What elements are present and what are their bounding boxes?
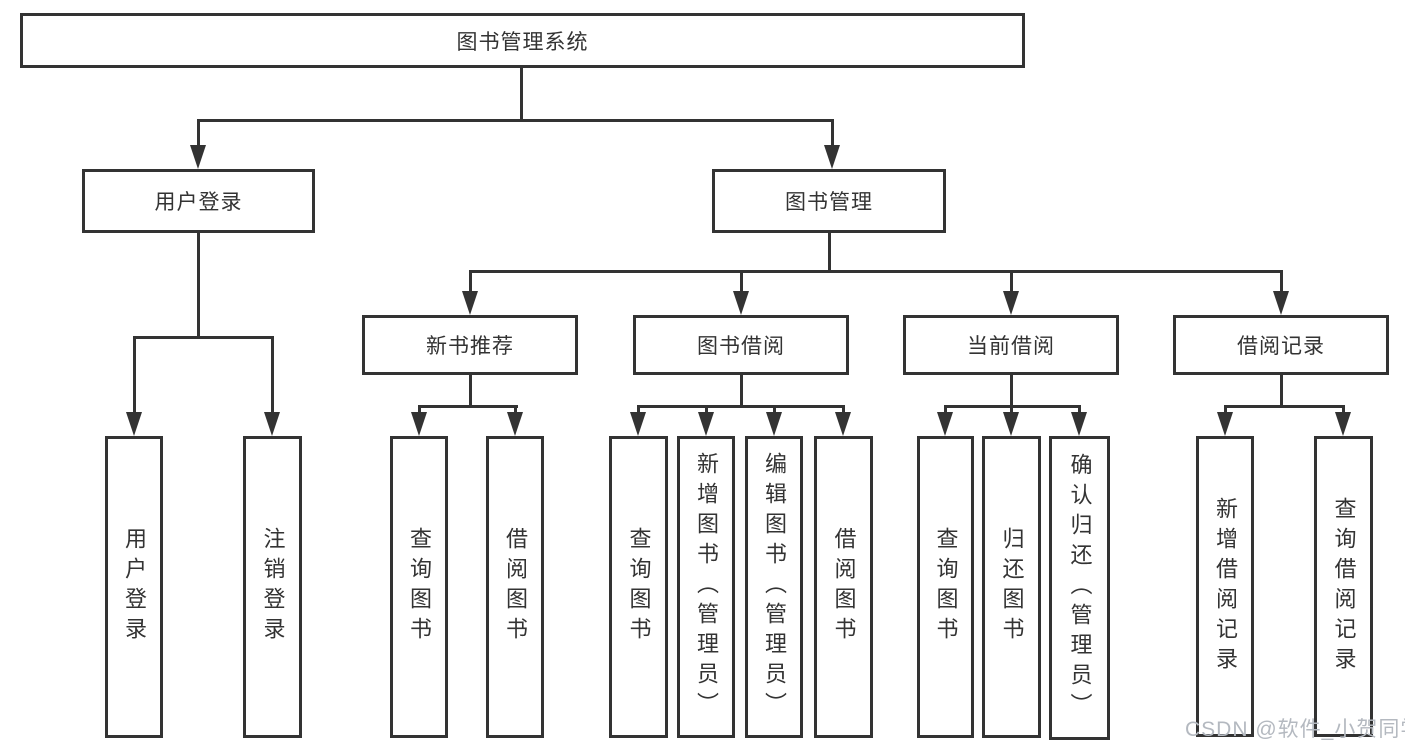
node-user-login-module: 用户登录 [82,169,315,233]
connector-line [1010,270,1013,294]
node-label: 新书推荐 [426,335,514,358]
leaf-label: 新增图书（管理员） [694,452,719,722]
node-book-management-module: 图书管理 [712,169,946,233]
arrowhead-down-icon [1003,291,1019,315]
connector-line [469,375,472,408]
leaf-label: 新增借阅记录 [1213,496,1238,677]
connector-line [1010,405,1013,415]
leaf-label: 查询图书 [933,527,959,647]
leaf-label: 借阅图书 [503,527,528,647]
arrowhead-down-icon [824,145,840,169]
arrowhead-down-icon [733,291,749,315]
leaf-return-books: 归还图书 [982,436,1041,738]
connector-line [740,270,743,294]
connector-line [1010,375,1013,408]
connector-line [133,336,136,414]
connector-line [828,233,831,273]
leaf-label: 编辑图书（管理员） [762,452,787,722]
connector-line [271,336,274,414]
connector-line [1224,405,1345,408]
leaf-label: 查询图书 [407,527,432,647]
leaf-query-books-current: 查询图书 [917,436,974,738]
arrowhead-down-icon [698,412,714,436]
node-current-borrowing: 当前借阅 [903,315,1119,375]
leaf-label: 注销登录 [260,527,286,647]
node-label: 当前借阅 [967,335,1055,358]
arrowhead-down-icon [507,412,523,436]
arrowhead-down-icon [126,412,142,436]
leaf-add-borrow-record: 新增借阅记录 [1196,436,1254,737]
connector-line [133,336,274,339]
leaf-user-login: 用户登录 [105,436,163,738]
connector-line [705,405,708,415]
node-book-borrowing: 图书借阅 [633,315,849,375]
node-borrowing-records: 借阅记录 [1173,315,1389,375]
node-label: 借阅记录 [1237,335,1325,358]
connector-line [831,119,834,147]
connector-line [637,405,640,415]
arrowhead-down-icon [766,412,782,436]
leaf-label: 查询图书 [626,527,652,647]
connector-line [773,405,776,415]
leaf-add-books-admin: 新增图书（管理员） [677,436,735,738]
arrowhead-down-icon [1335,412,1351,436]
connector-line [197,119,200,147]
leaf-borrow-books-recommend: 借阅图书 [486,436,544,738]
node-label: 图书管理系统 [456,30,589,54]
connector-line [418,405,518,408]
leaf-confirm-return-admin: 确认归还（管理员） [1049,436,1110,740]
node-new-book-recommend: 新书推荐 [362,315,578,375]
connector-line [740,375,743,408]
arrowhead-down-icon [835,412,851,436]
connector-line [1342,405,1345,415]
arrowhead-down-icon [411,412,427,436]
connector-line [1280,270,1283,294]
connector-line [520,68,523,122]
connector-line [1280,375,1283,408]
leaf-label: 借阅图书 [831,527,857,647]
arrowhead-down-icon [1217,412,1233,436]
connector-line [1224,405,1227,415]
arrowhead-down-icon [264,412,280,436]
arrowhead-down-icon [1273,291,1289,315]
leaf-borrow-books-borrowing: 借阅图书 [814,436,873,738]
arrowhead-down-icon [937,412,953,436]
connector-line [469,270,1283,273]
connector-line [842,405,845,415]
leaf-query-books-recommend: 查询图书 [390,436,448,738]
leaf-logout: 注销登录 [243,436,302,738]
leaf-label: 用户登录 [122,527,147,647]
watermark: CSDN @软件_小贺同学 [1185,718,1405,741]
leaf-edit-books-admin: 编辑图书（管理员） [745,436,803,738]
leaf-query-borrow-record: 查询借阅记录 [1314,436,1373,737]
leaf-label: 查询借阅记录 [1331,496,1357,677]
node-root-system: 图书管理系统 [20,13,1025,68]
arrowhead-down-icon [630,412,646,436]
connector-line [1078,405,1081,415]
arrowhead-down-icon [1071,412,1087,436]
connector-line [197,119,834,122]
connector-line [944,405,947,415]
connector-line [637,405,845,408]
leaf-label: 确认归还（管理员） [1067,453,1093,723]
connector-line [418,405,421,415]
arrowhead-down-icon [1003,412,1019,436]
connector-line [197,233,200,339]
leaf-query-books-borrowing: 查询图书 [609,436,668,738]
leaf-label: 归还图书 [999,527,1025,647]
connector-line [469,270,472,294]
node-label: 用户登录 [154,191,243,214]
node-label: 图书借阅 [697,335,785,358]
node-label: 图书管理 [785,191,873,214]
connector-line [514,405,517,415]
arrowhead-down-icon [462,291,478,315]
arrowhead-down-icon [190,145,206,169]
